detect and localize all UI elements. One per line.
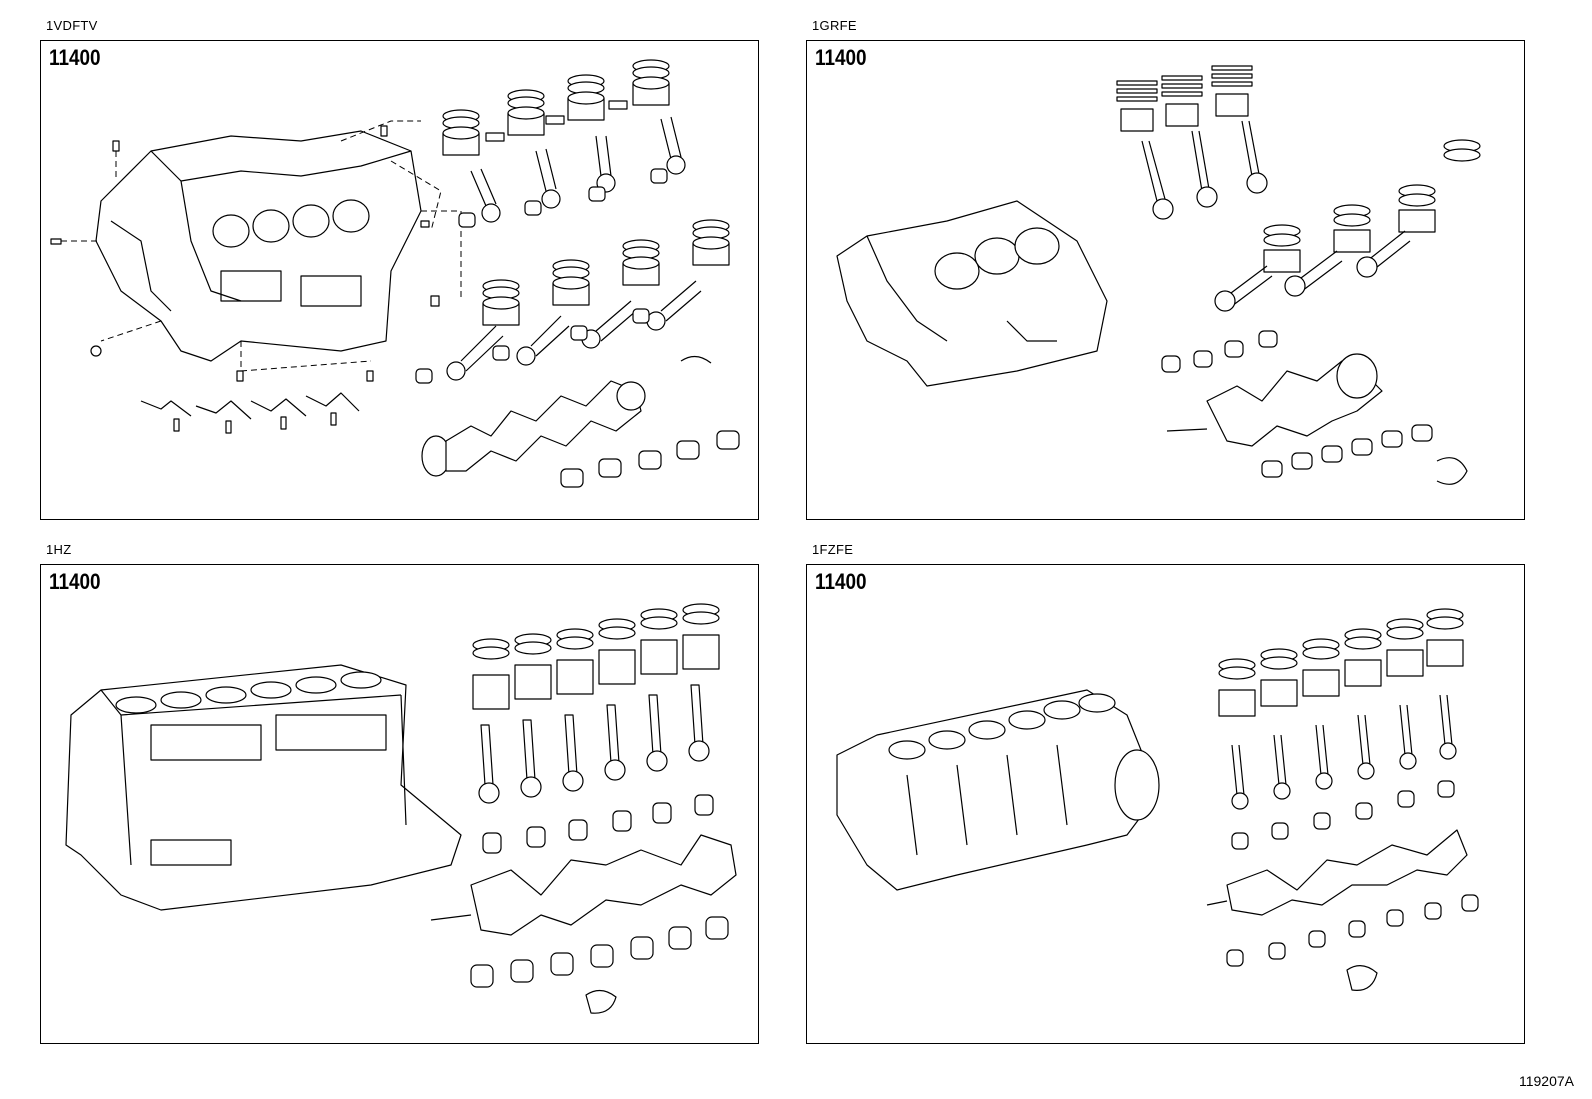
piston-set-bottom	[415, 219, 730, 384]
connecting-rods-top	[458, 116, 686, 228]
cylinder-block-drawing	[95, 130, 422, 362]
part-number: 11400	[49, 569, 101, 594]
panel-1hz[interactable]: 11400	[40, 564, 759, 1044]
part-number: 11400	[815, 45, 867, 70]
piston-set-top	[442, 59, 670, 156]
inline6-engine-block-illustration-1fzfe	[836, 608, 1479, 991]
crankshaft-drawing	[1206, 829, 1468, 916]
v6-engine-block-illustration	[836, 65, 1481, 485]
crankshaft-drawing	[1166, 353, 1383, 447]
panel-1vdftv[interactable]: 11400	[40, 40, 759, 520]
inline6-engine-block-illustration-1hz	[65, 603, 737, 1014]
engine-label-1vdftv: 1VDFTV	[46, 18, 98, 33]
piston-set	[1218, 608, 1464, 717]
main-bearings	[470, 916, 729, 1014]
panel-1grfe[interactable]: 11400	[806, 40, 1525, 520]
oil-jets	[140, 392, 360, 434]
engine-label-1fzfe: 1FZFE	[812, 542, 854, 557]
main-bearings	[560, 430, 740, 488]
cylinder-block-drawing	[65, 664, 462, 911]
connecting-rods	[478, 684, 714, 854]
cylinder-block-drawing	[836, 200, 1108, 387]
main-bearings	[1226, 894, 1479, 991]
engine-label-1hz: 1HZ	[46, 542, 72, 557]
main-bearing-cap-bolts	[50, 125, 440, 382]
crankshaft-drawing	[430, 834, 737, 936]
crankshaft-drawing	[421, 380, 646, 477]
piston-set-top	[1116, 65, 1268, 220]
main-bearings	[1161, 330, 1468, 485]
panel-1fzfe[interactable]: 11400	[806, 564, 1525, 1044]
piston-set-bottom	[1214, 139, 1481, 312]
part-number: 11400	[49, 45, 101, 70]
engine-label-1grfe: 1GRFE	[812, 18, 857, 33]
v8-engine-block-illustration	[50, 59, 740, 488]
cylinder-block-drawing	[836, 689, 1160, 891]
piston-set	[472, 603, 720, 710]
part-number: 11400	[815, 569, 867, 594]
diagram-reference-number: 119207A	[1518, 1073, 1574, 1089]
dashed-leader-lines	[61, 120, 462, 372]
connecting-rods	[1231, 694, 1457, 850]
